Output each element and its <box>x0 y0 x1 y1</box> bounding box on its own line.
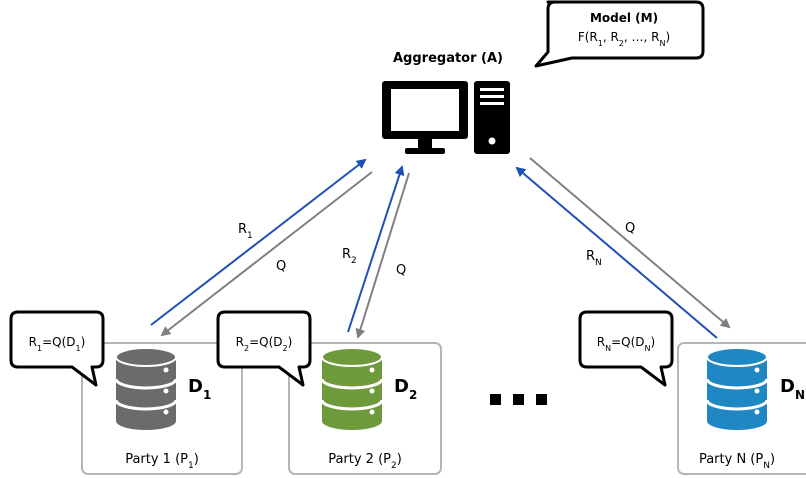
arrow-q2 <box>355 172 410 339</box>
ellipsis <box>490 394 547 405</box>
party-1-label: Party 1 (P1) <box>125 452 199 471</box>
arrow-qn <box>529 157 731 329</box>
data-label-d1: D1 <box>188 376 211 402</box>
model-bubble: Model (M) F(R1, R2, …, RN) <box>534 0 705 68</box>
database-icon <box>114 347 178 430</box>
arrow-q1 <box>160 171 373 337</box>
data-label-d2: D2 <box>394 376 417 402</box>
bubble-1-text: R1=Q(D1) <box>29 335 86 353</box>
party-n: DN Party N (PN) <box>677 342 806 475</box>
arrow-r2 <box>347 165 405 333</box>
party-2-label: Party 2 (P2) <box>328 452 402 471</box>
label-rn: RN <box>586 249 602 268</box>
label-q1: Q <box>276 259 286 274</box>
model-title: Model (M) <box>590 11 658 25</box>
label-qn: Q <box>625 221 635 236</box>
arrow-rn <box>515 166 718 339</box>
bubble-n-text: RN=Q(DN) <box>597 335 655 353</box>
model-function: F(R1, R2, …, RN) <box>578 30 670 48</box>
label-r1: R1 <box>238 222 253 241</box>
party-n-label: Party N (PN) <box>699 452 775 471</box>
label-q2: Q <box>396 263 406 278</box>
bubble-party-1: R1=Q(D1) <box>9 310 105 387</box>
bubble-2-text: R2=Q(D2) <box>236 335 293 353</box>
label-r2: R2 <box>342 247 357 266</box>
database-icon <box>320 347 384 430</box>
arrow-r1 <box>150 158 367 326</box>
data-label-dn: DN <box>780 376 805 402</box>
aggregator-label: Aggregator (A) <box>393 51 503 66</box>
database-icon <box>705 347 769 430</box>
party-2: D2 Party 2 (P2) <box>288 342 442 475</box>
party-1: D1 Party 1 (P1) <box>81 342 243 475</box>
bubble-party-2: R2=Q(D2) <box>216 310 312 387</box>
bubble-party-n: RN=Q(DN) <box>578 310 674 387</box>
computer-icon <box>382 81 510 154</box>
